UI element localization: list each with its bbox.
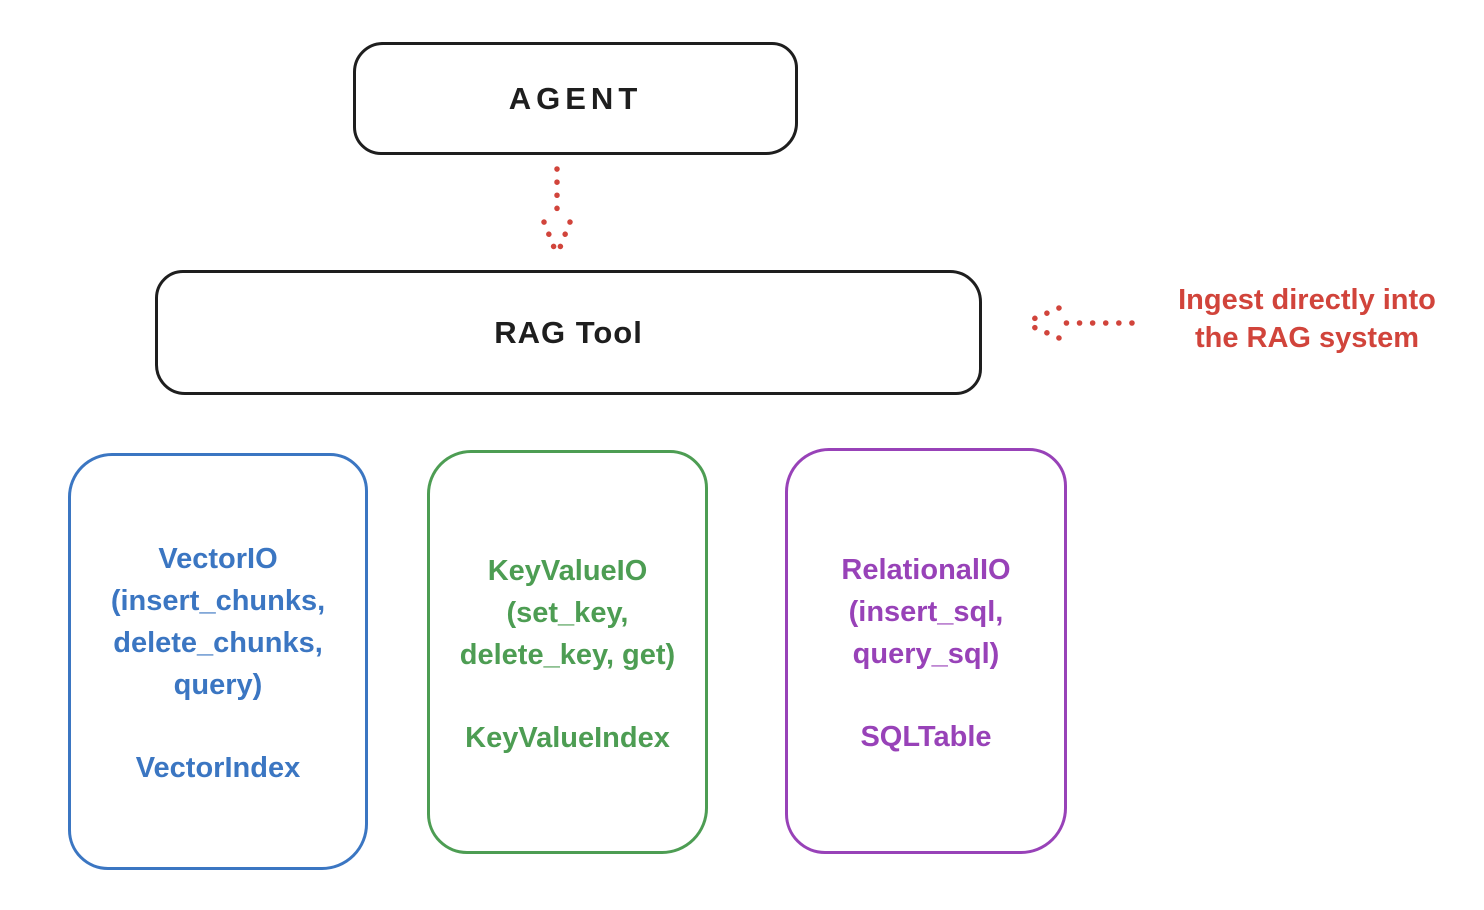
keyvalue-io-body: KeyValueIO (set_key, delete_key, get) [459, 554, 676, 671]
agent-label: AGENT [508, 80, 643, 116]
rag-tool-box: RAG Tool [155, 270, 982, 395]
ingest-annotation: Ingest directly into the RAG system [1178, 284, 1436, 354]
relational-io-box: RelationalIO (insert_sql, query_sql) SQL… [785, 448, 1067, 854]
keyvalue-index-label: KeyValueIndex [465, 721, 670, 754]
vector-io-box: VectorIO (insert_chunks, delete_chunks, … [68, 453, 368, 870]
sqltable-label: SQLTable [860, 720, 992, 753]
keyvalue-io-box: KeyValueIO (set_key, delete_key, get) Ke… [427, 450, 708, 854]
ingest-arrow-icon [1021, 305, 1135, 341]
agent-box: AGENT [353, 42, 798, 155]
relational-io-body: RelationalIO (insert_sql, query_sql) [841, 553, 1011, 670]
rag-tool-label: RAG Tool [494, 314, 643, 350]
agent-to-ragtool-arrow-icon [541, 166, 573, 258]
vector-io-body: VectorIO (insert_chunks, delete_chunks, … [110, 543, 326, 701]
vector-index-label: VectorIndex [135, 752, 301, 784]
